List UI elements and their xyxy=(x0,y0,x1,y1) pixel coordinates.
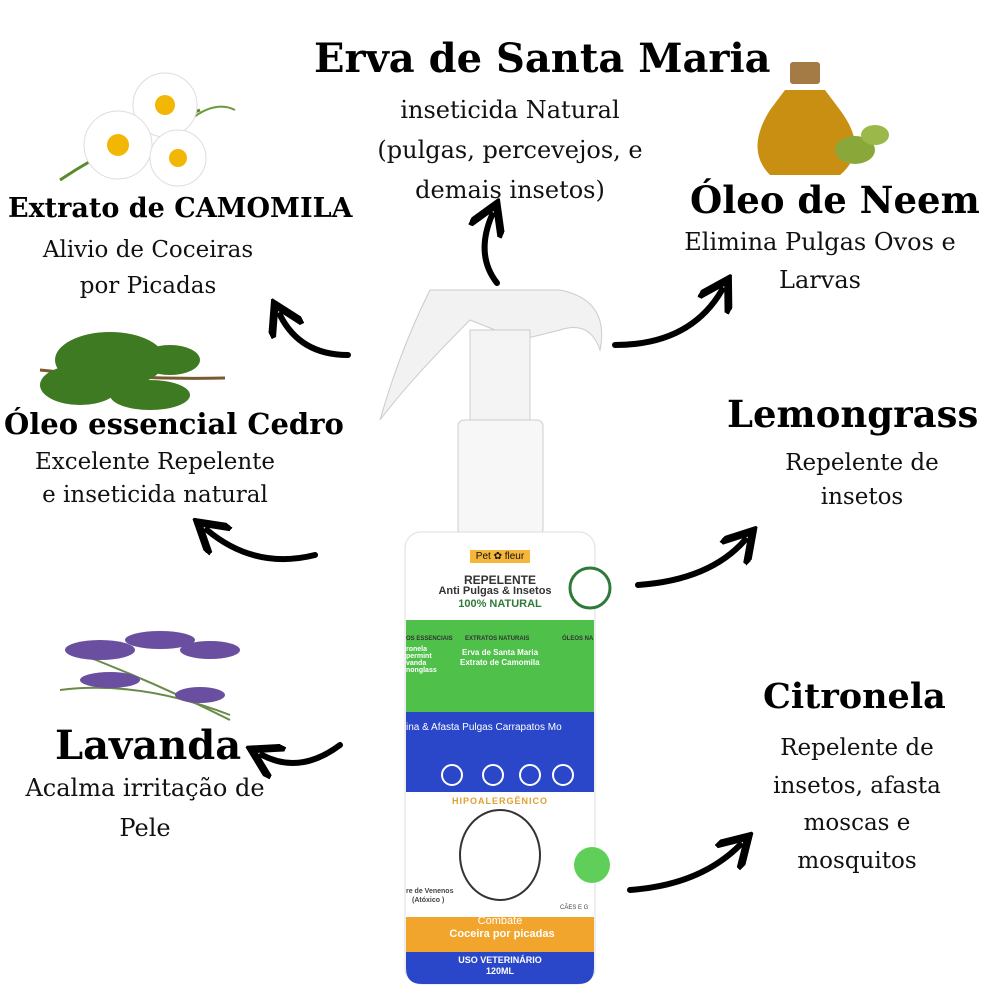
usage: USO VETERINÁRIO xyxy=(458,955,542,965)
lavender-image xyxy=(59,631,240,721)
neem-oil-image xyxy=(757,62,889,175)
cedro-title: Óleo essencial Cedro xyxy=(4,407,344,441)
product-name: REPELENTE xyxy=(463,573,536,587)
lemongrass-description: Repelente de insetos xyxy=(785,450,939,510)
col2-head: EXTRATOS NATURAIS xyxy=(465,636,530,642)
volume: 120ML xyxy=(485,966,514,976)
neem-title: Óleo de Neem xyxy=(690,178,980,222)
combate: Combate xyxy=(477,915,523,927)
lemongrass-title: Lemongrass xyxy=(727,392,979,436)
dogs-cats: CÃES E G xyxy=(560,905,589,911)
chamomile-image xyxy=(59,72,236,187)
bottle xyxy=(404,531,612,985)
arrow-to-erva xyxy=(485,215,497,286)
col1-head: OS ESSENCIAIS xyxy=(406,636,453,642)
cedar-image xyxy=(39,332,226,410)
arrow-to-lavanda xyxy=(262,742,343,763)
col1-items: ronela permint vanda nonglass xyxy=(406,646,437,674)
atoxic: (Atóxico ) xyxy=(412,897,445,904)
neem-description: Elimina Pulgas Ovos e Larvas xyxy=(684,228,956,294)
arrow-to-citronela xyxy=(627,845,740,893)
product-subtitle: Anti Pulgas & Insetos xyxy=(438,585,552,597)
blue-band-text: ina & Afasta Pulgas Carrapatos Mo xyxy=(406,722,562,733)
lavanda-description: Acalma irritação de Pele xyxy=(25,774,265,842)
camomila-description: Alivio de Coceiras por Picadas xyxy=(42,237,254,299)
erva-title: Erva de Santa Maria xyxy=(314,35,771,82)
coceira: Coceira por picadas xyxy=(449,928,555,940)
arrow-to-lemongrass xyxy=(635,540,745,588)
camomila-title: Extrato de CAMOMILA xyxy=(8,193,353,224)
arrow-to-camomila xyxy=(280,315,351,358)
citronela-description: Repelente de insetos, afasta moscas e mo… xyxy=(773,735,941,874)
natural-badge: 100% NATURAL xyxy=(458,598,542,610)
erva-description: inseticida Natural (pulgas, percevejos, … xyxy=(377,96,643,204)
cedro-description: Excelente Repelente e inseticida natural xyxy=(34,449,276,508)
col3-head: ÓLEOS NA xyxy=(562,636,594,642)
citronela-title: Citronela xyxy=(763,676,946,717)
arrow-to-cedro xyxy=(207,530,318,563)
arrow-to-neem xyxy=(612,290,722,348)
hypoallergenic: HIPOALERGÊNICO xyxy=(451,796,548,806)
col2-item: Extrato de Camomila xyxy=(460,658,540,667)
brand-logo: Pet ✿ fleur xyxy=(470,550,530,563)
free-of-poison: re de Venenos xyxy=(406,888,454,895)
spray-trigger xyxy=(379,289,603,536)
col2-item: Erva de Santa Maria xyxy=(462,648,539,657)
lavanda-title: Lavanda xyxy=(55,722,242,769)
